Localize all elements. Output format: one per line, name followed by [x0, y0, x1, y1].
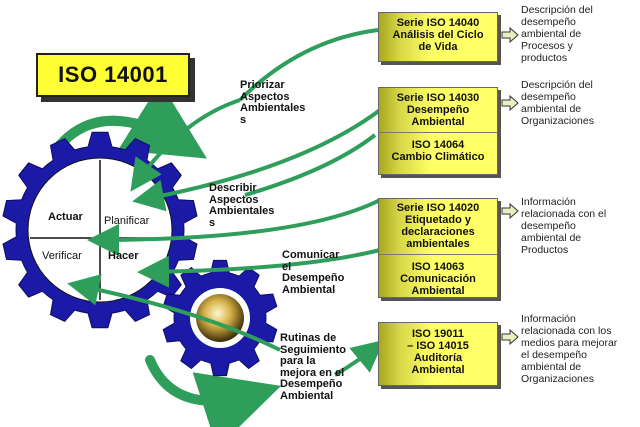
box3-top-1: Serie ISO 14020	[396, 202, 480, 214]
desc-arrow-2	[501, 94, 519, 112]
desc-arrow-4	[501, 328, 519, 346]
small-gear	[162, 259, 278, 377]
cycle-arrow-top	[55, 82, 207, 159]
desc-14040: Descripción del desempeño ambiental de P…	[521, 4, 593, 64]
label-priorizar: Priorizar Aspectos Ambientales s	[240, 79, 306, 126]
box3-top-2: Etiquetado y	[404, 214, 471, 226]
arrow-rutinas	[67, 274, 281, 352]
cycle-planificar: Planificar	[104, 215, 150, 227]
arrow-box1-priorizar	[238, 28, 379, 102]
box3-bottom-1: ISO 14063	[411, 261, 465, 273]
box-iso-14020: Serie ISO 14020 Etiquetado y declaracion…	[378, 198, 498, 298]
box3-bottom-3: Ambiental	[411, 285, 465, 297]
arrow-box4	[333, 339, 385, 377]
arrow-box3	[87, 198, 381, 256]
box3-bottom-2: Comunicación	[400, 273, 476, 285]
box2-bottom-1: ISO 14064	[411, 139, 465, 151]
arrow-box2-lower	[244, 133, 377, 197]
title-iso-14001: ISO 14001	[36, 53, 190, 97]
desc-arrow-3	[501, 202, 519, 220]
box4-line-3: Auditoría	[413, 352, 463, 364]
box2-bottom-2: Cambio Climático	[391, 151, 485, 163]
box2-separator	[379, 132, 497, 133]
cycle-arrow-bottom	[145, 355, 282, 427]
box1-line-3: de Vida	[418, 41, 458, 53]
desc-14020: Información relacionada con el desempeño…	[521, 196, 607, 256]
label-comunicar: Comunicar el Desempeño Ambiental	[282, 249, 345, 296]
box2-top-1: Serie ISO 14030	[396, 92, 480, 104]
box2-top-2: Desempeño	[406, 104, 470, 116]
label-describir: Describir Aspectos Ambientales s	[209, 182, 275, 229]
box4-line-4: Ambiental	[411, 364, 465, 376]
arrow-comunicar	[137, 248, 381, 288]
cycle-hacer: Hacer	[108, 250, 139, 262]
desc-arrow-1	[501, 26, 519, 44]
cycle-actuar: Actuar	[48, 211, 83, 223]
box3-top-3: declaraciones	[401, 226, 475, 238]
box1-line-2: Análisis del Ciclo	[392, 29, 484, 41]
desc-19011: Información relacionada con los medios p…	[521, 313, 618, 385]
arrow-priorizar	[130, 98, 241, 192]
box1-line-1: Serie ISO 14040	[396, 17, 480, 29]
desc-arrows	[501, 26, 519, 346]
box2-top-3: Ambiental	[411, 116, 465, 128]
arrow-describir	[132, 108, 382, 212]
cycle-verificar: Verificar	[42, 250, 82, 262]
box-iso-14040: Serie ISO 14040 Análisis del Ciclo de Vi…	[378, 12, 498, 62]
box3-separator	[379, 254, 497, 255]
box-iso-14030: Serie ISO 14030 Desempeño Ambiental ISO …	[378, 87, 498, 175]
label-rutinas: Rutinas de Seguimiento para la mejora en…	[280, 332, 347, 402]
box4-line-1: ISO 19011	[412, 328, 464, 340]
desc-14030: Descripción del desempeño ambiental de O…	[521, 79, 594, 127]
box3-top-4: ambientales	[406, 238, 470, 250]
box-iso-19011: ISO 19011 – ISO 14015 Auditoría Ambienta…	[378, 322, 498, 386]
box4-line-2: – ISO 14015	[407, 340, 469, 352]
